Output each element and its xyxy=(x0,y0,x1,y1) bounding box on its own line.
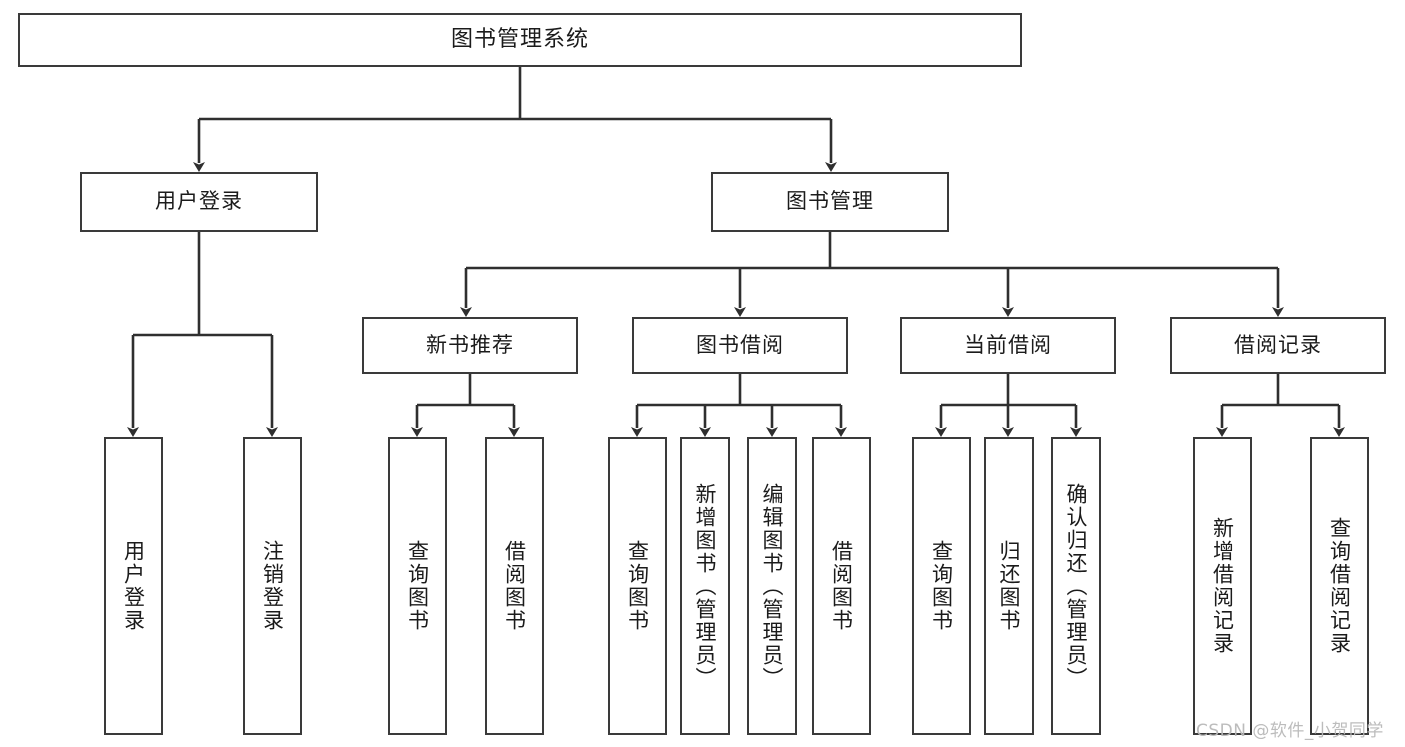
leaf-return-book[interactable]: 归还图书 xyxy=(984,437,1034,735)
leaf-borrow-book[interactable]: 借阅图书 xyxy=(812,437,871,735)
node-label: 用户登录 xyxy=(121,540,146,632)
node-borrow-record[interactable]: 借阅记录 xyxy=(1170,317,1386,374)
node-label: 新书推荐 xyxy=(426,332,514,357)
node-label: 确认归还（管理员） xyxy=(1064,482,1089,690)
node-label: 查询图书 xyxy=(405,540,430,632)
leaf-edit-book-admin[interactable]: 编辑图书（管理员） xyxy=(747,437,797,735)
node-label: 借阅记录 xyxy=(1234,332,1322,357)
node-label: 当前借阅 xyxy=(964,332,1052,357)
leaf-add-borrow-record[interactable]: 新增借阅记录 xyxy=(1193,437,1252,735)
node-current-borrow[interactable]: 当前借阅 xyxy=(900,317,1116,374)
watermark-text: CSDN @软件_小贺同学 xyxy=(1196,721,1384,741)
node-label: 图书管理系统 xyxy=(450,26,589,52)
leaf-query-book-borrow[interactable]: 查询图书 xyxy=(608,437,667,735)
node-new-book-recommend[interactable]: 新书推荐 xyxy=(362,317,578,374)
leaf-borrow-book-recommend[interactable]: 借阅图书 xyxy=(485,437,544,735)
node-label: 新增借阅记录 xyxy=(1210,517,1235,655)
node-label: 借阅图书 xyxy=(829,540,854,632)
leaf-query-borrow-record[interactable]: 查询借阅记录 xyxy=(1310,437,1369,735)
node-user-login[interactable]: 用户登录 xyxy=(80,172,318,232)
node-label: 借阅图书 xyxy=(502,540,527,632)
node-label: 编辑图书（管理员） xyxy=(760,482,785,690)
leaf-user-login[interactable]: 用户登录 xyxy=(104,437,163,735)
node-book-borrow[interactable]: 图书借阅 xyxy=(632,317,848,374)
node-label: 查询图书 xyxy=(625,540,650,632)
node-label: 图书管理 xyxy=(786,189,874,214)
leaf-confirm-return-admin[interactable]: 确认归还（管理员） xyxy=(1051,437,1101,735)
node-label: 查询借阅记录 xyxy=(1327,517,1352,655)
node-label: 用户登录 xyxy=(155,189,243,214)
node-label: 查询图书 xyxy=(929,540,954,632)
node-label: 图书借阅 xyxy=(696,332,784,357)
node-label: 新增图书（管理员） xyxy=(693,482,718,690)
node-label: 归还图书 xyxy=(997,540,1022,632)
leaf-query-book-recommend[interactable]: 查询图书 xyxy=(388,437,447,735)
node-label: 注销登录 xyxy=(260,540,285,632)
node-book-management[interactable]: 图书管理 xyxy=(711,172,949,232)
node-root-system[interactable]: 图书管理系统 xyxy=(18,13,1022,67)
leaf-add-book-admin[interactable]: 新增图书（管理员） xyxy=(680,437,730,735)
leaf-logout[interactable]: 注销登录 xyxy=(243,437,302,735)
leaf-query-book-current[interactable]: 查询图书 xyxy=(912,437,971,735)
